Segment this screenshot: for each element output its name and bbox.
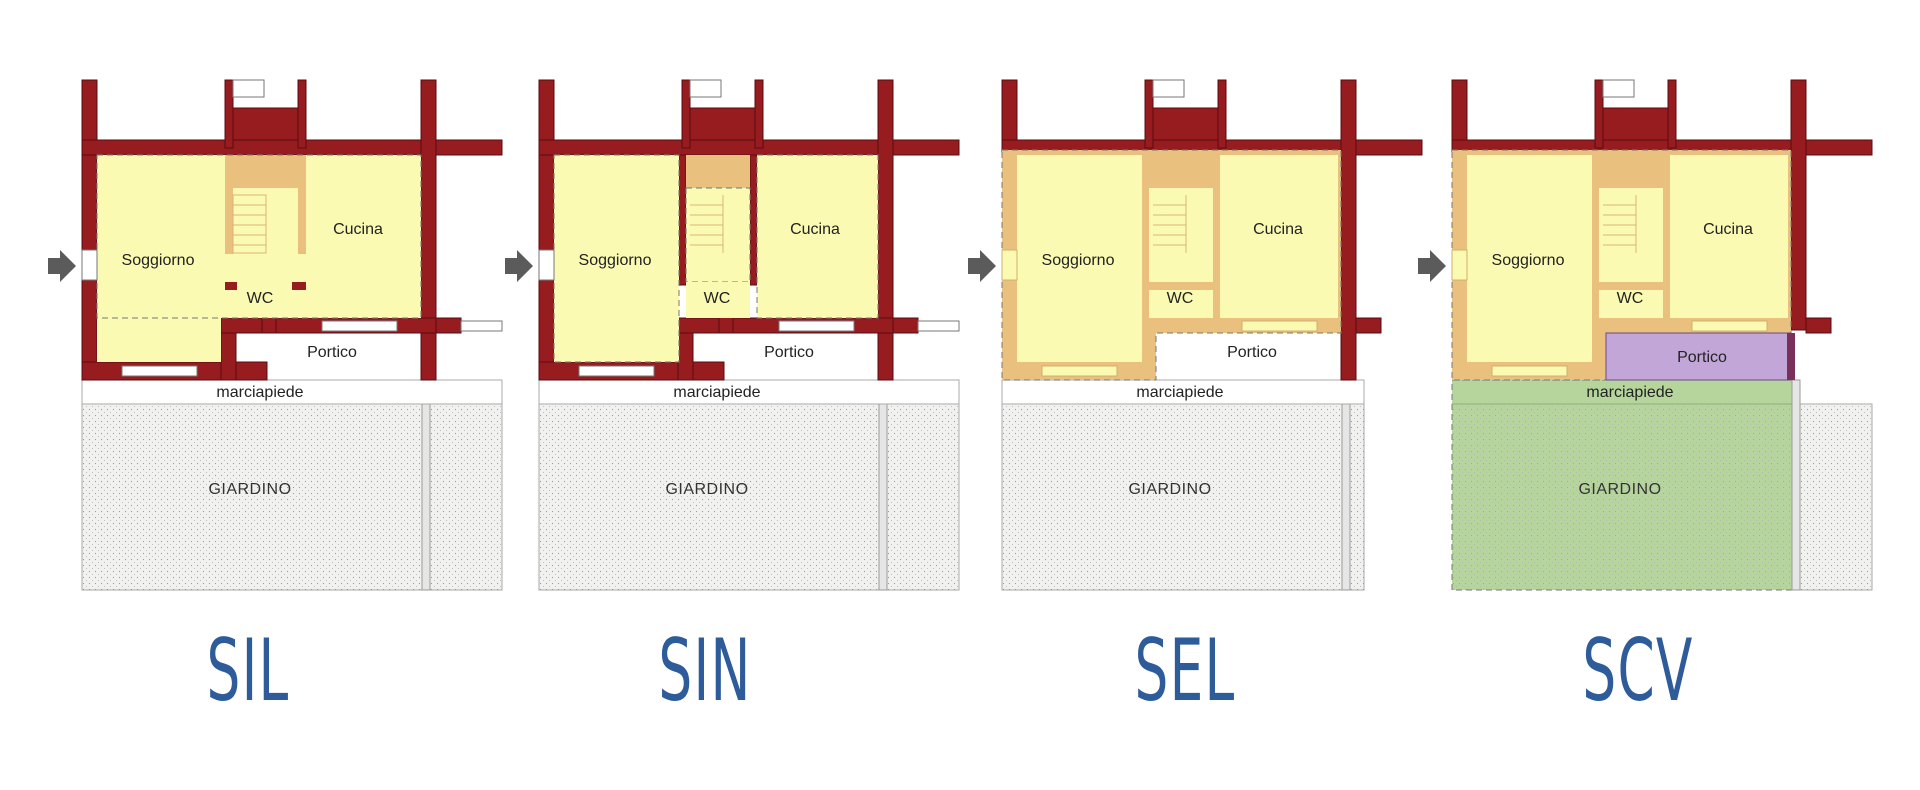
floor-living [1467,155,1592,362]
entry-arrow-icon [505,250,533,282]
label-garden: GIARDINO [1128,481,1211,498]
net-floor-kitchen [756,154,879,319]
label-garden: GIARDINO [1578,481,1661,498]
window-south [121,365,198,377]
window-porch [778,320,855,332]
entry-door [538,249,555,281]
window-porch [1691,320,1768,332]
floor-kitchen [1220,155,1338,318]
garden-texture [82,404,502,590]
floor-plan-scv: Soggiorno Cucina WC Portico marciapiede … [1418,79,1873,591]
label-porch: Portico [307,344,357,361]
label-garden: GIARDINO [665,481,748,498]
label-kitchen: Cucina [1703,221,1753,238]
chimney-vent [232,79,265,98]
caption-sel: SEL [1134,621,1236,721]
plan-panel-sin: Soggiorno Cucina WC Portico marciapiede … [497,0,967,600]
label-sidewalk: marciapiede [216,384,303,401]
stairs [1603,195,1637,253]
interior-floor-living [97,318,221,362]
stair-landing [686,155,750,188]
label-wc: WC [1167,290,1194,307]
entry-door [81,249,98,281]
floor-plan-sel: Soggiorno Cucina WC Portico marciapiede … [968,79,1423,591]
chimney-vent [1152,79,1185,98]
label-living: Soggiorno [579,252,652,269]
label-living: Soggiorno [122,252,195,269]
floor-living [1017,155,1142,362]
caption-sin: SIN [658,621,752,721]
plan-panel-sel: Soggiorno Cucina WC Portico marciapiede … [960,0,1430,600]
fence-line [421,379,431,591]
entry-arrow-icon [968,250,996,282]
label-garden: GIARDINO [208,481,291,498]
floor-plan-sin: Soggiorno Cucina WC Portico marciapiede … [505,79,960,591]
label-wc: WC [247,290,274,307]
window-south [578,365,655,377]
floor-kitchen [1670,155,1788,318]
plan-panel-scv: Soggiorno Cucina WC Portico marciapiede … [1410,0,1880,600]
label-kitchen: Cucina [790,221,840,238]
label-sidewalk: marciapiede [1586,384,1673,401]
label-kitchen: Cucina [1253,221,1303,238]
stairs [690,195,724,253]
label-sidewalk: marciapiede [1136,384,1223,401]
entry-door [1451,249,1468,281]
stairs [1153,195,1187,253]
window-south [1041,365,1118,377]
label-wc: WC [1617,290,1644,307]
walls [81,79,503,381]
sidewalk-strip [1001,379,1365,405]
chimney-vent [1602,79,1635,98]
label-living: Soggiorno [1042,252,1115,269]
entry-arrow-icon [1418,250,1446,282]
entry-door [1001,249,1018,281]
fence-line [1341,379,1351,591]
sidewalk-strip [81,379,503,405]
label-sidewalk: marciapiede [673,384,760,401]
caption-sil: SIL [206,621,290,721]
label-kitchen: Cucina [333,221,383,238]
fence-line [1791,379,1801,591]
caption-scv: SCV [1582,621,1694,721]
label-living: Soggiorno [1492,252,1565,269]
stairs [232,194,267,254]
floor-plan-sil: Soggiorno Cucina WC Portico marciapiede … [48,79,503,591]
label-wc: WC [704,290,731,307]
label-porch: Portico [764,344,814,361]
window-porch [321,320,398,332]
stair-landing [225,155,306,188]
label-porch: Portico [1227,344,1277,361]
plan-panel-sil: Soggiorno Cucina WC Portico marciapiede … [40,0,510,600]
fence-line [878,379,888,591]
entry-arrow-icon [48,250,76,282]
chimney-vent [689,79,722,98]
window-south [1491,365,1568,377]
label-porch: Portico [1677,349,1727,366]
window-porch [1241,320,1318,332]
net-floor-living [553,154,680,363]
sidewalk-strip [538,379,960,405]
